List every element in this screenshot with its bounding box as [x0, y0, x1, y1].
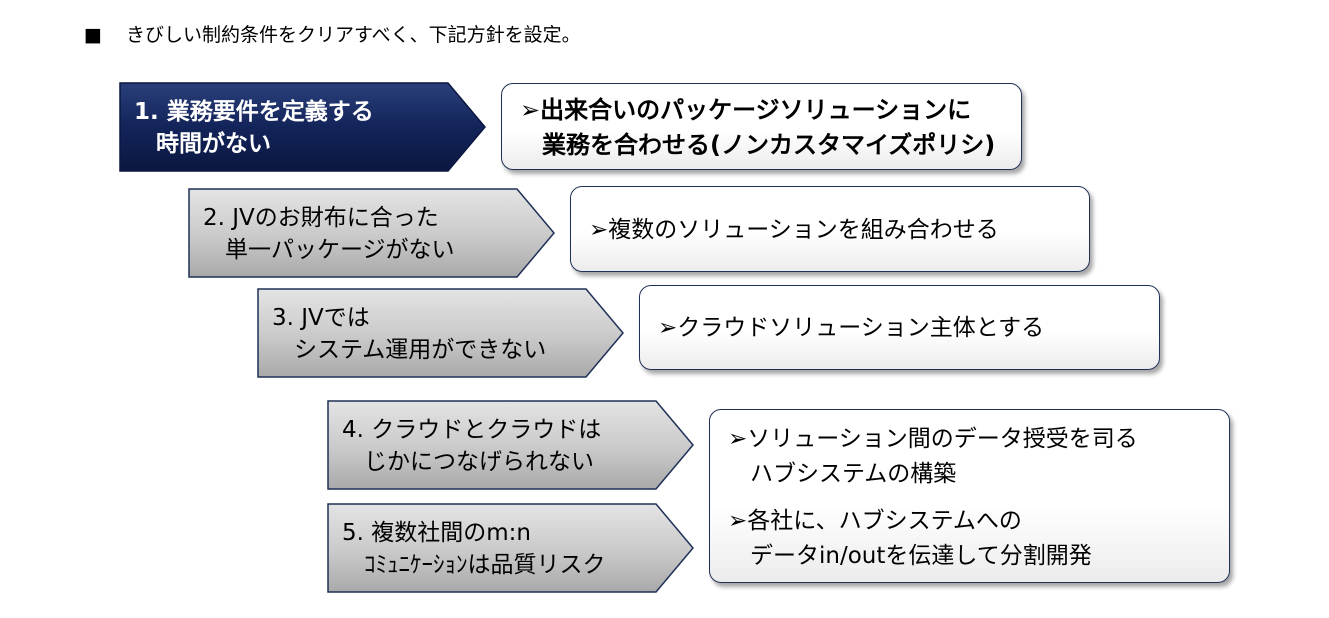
- policy-4a-line2-wrap: ハブシステムの構築: [728, 457, 1229, 492]
- constraint-arrow-4: 4. クラウドとクラウドは じかにつなげられない: [327, 400, 694, 490]
- policy-box-4: ➢ソリューション間のデータ授受を司る ハブシステムの構築 ➢各社に、ハブシステム…: [709, 409, 1230, 583]
- policy-box-1: ➢出来合いのパッケージソリューションに 業務を合わせる(ノンカスタマイズポリシ): [501, 83, 1022, 170]
- policy-4b-line1: ➢各社に、ハブシステムへの: [728, 508, 1022, 534]
- constraint-3-line1: 3. JVでは: [272, 305, 370, 331]
- policy-4a-line1: ➢ソリューション間のデータ授受を司る: [728, 426, 1138, 452]
- policy-4a-line2: ハブシステムの構築: [750, 461, 957, 487]
- policy-4b-line2-wrap: データin/outを伝達して分割開発: [728, 539, 1229, 574]
- policy-box-3: ➢クラウドソリューション主体とする: [639, 285, 1160, 370]
- constraint-4-line2: じかにつなげられない: [364, 449, 594, 475]
- policy-4b-line2: データin/outを伝達して分割開発: [750, 543, 1092, 569]
- constraint-5-line1: 5. 複数社間のm:n: [342, 520, 531, 546]
- policy-1-line2: 業務を合わせる(ノンカスタマイズポリシ): [542, 131, 996, 159]
- policy-1-line2-wrap: 業務を合わせる(ノンカスタマイズポリシ): [520, 128, 1021, 163]
- arrow-shape-2: [188, 188, 555, 278]
- policy-2-line1: ➢複数のソリューションを組み合わせる: [589, 217, 999, 243]
- constraint-3-line2: システム運用ができない: [294, 337, 547, 363]
- policy-1-line1: ➢出来合いのパッケージソリューションに: [520, 96, 972, 124]
- policy-3-line1: ➢クラウドソリューション主体とする: [658, 315, 1045, 341]
- constraint-5-line2: ｺﾐｭﾆｹｰｼｮﾝは品質リスク: [364, 552, 606, 578]
- constraint-arrow-3: 3. JVでは システム運用ができない: [257, 288, 624, 378]
- constraint-2-line1: 2. JVのお財布に合った: [203, 205, 439, 231]
- arrow-shape-1: [119, 82, 486, 172]
- square-bullet-icon: ■: [84, 24, 102, 46]
- constraint-arrow-1: 1. 業務要件を定義する 時間がない: [119, 82, 486, 172]
- constraint-arrow-5: 5. 複数社間のm:n ｺﾐｭﾆｹｰｼｮﾝは品質リスク: [327, 503, 694, 593]
- constraint-2-line2: 単一パッケージがない: [225, 237, 455, 263]
- constraint-arrow-2: 2. JVのお財布に合った 単一パッケージがない: [188, 188, 555, 278]
- policy-box-2: ➢複数のソリューションを組み合わせる: [570, 186, 1090, 272]
- arrow-shape-3: [257, 288, 624, 378]
- constraint-4-line1: 4. クラウドとクラウドは: [342, 417, 602, 443]
- constraint-1-line1: 1. 業務要件を定義する: [134, 99, 374, 125]
- constraint-1-line2: 時間がない: [156, 131, 271, 157]
- intro-text: きびしい制約条件をクリアすべく、下記方針を設定。: [125, 24, 581, 46]
- arrow-shape-4: [327, 400, 694, 490]
- intro-line: ■ きびしい制約条件をクリアすべく、下記方針を設定。: [84, 22, 581, 48]
- arrow-shape-5: [327, 503, 694, 593]
